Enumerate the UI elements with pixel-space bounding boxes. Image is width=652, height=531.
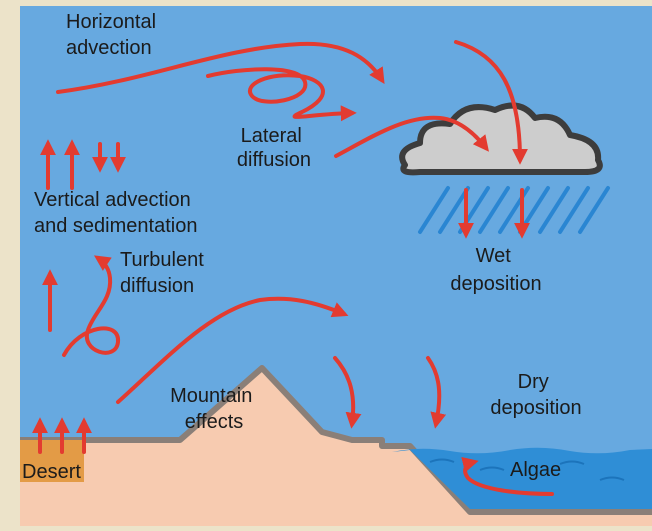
algae-label: Algae	[510, 459, 561, 481]
desert-label: Desert	[22, 461, 81, 483]
